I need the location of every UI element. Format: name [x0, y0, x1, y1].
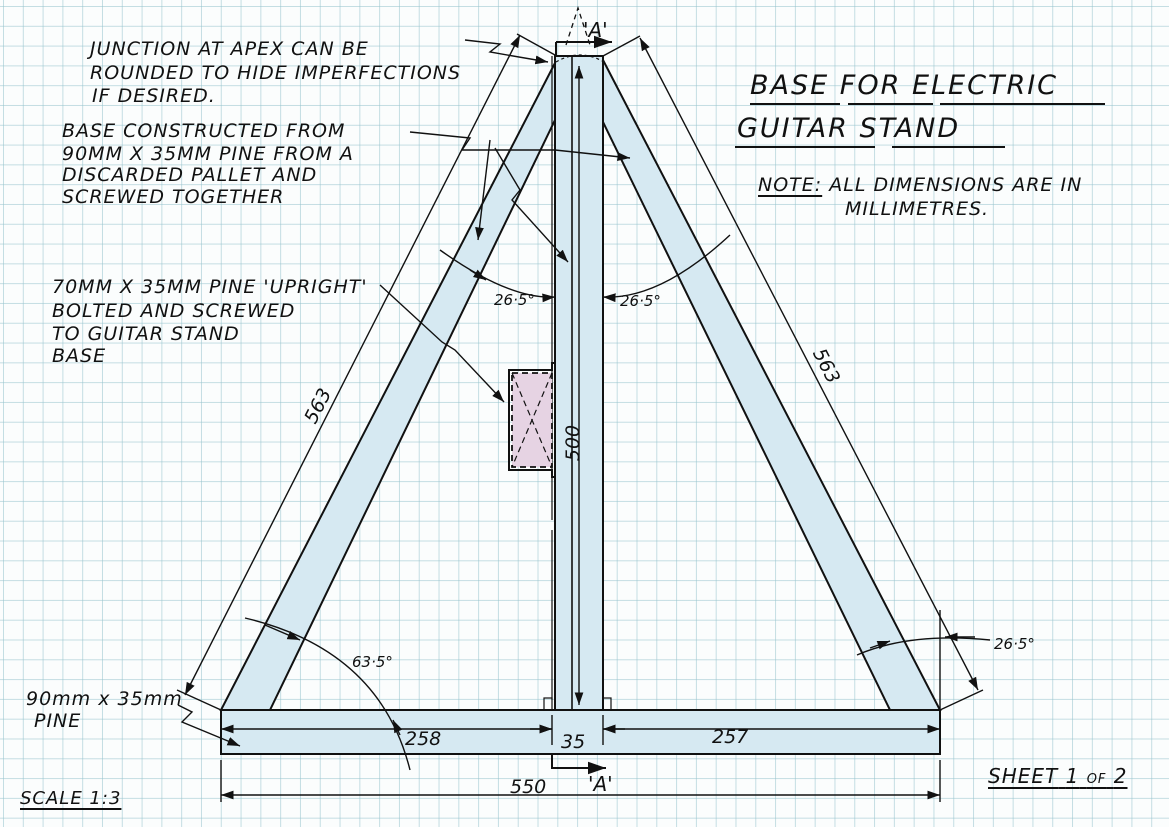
annotation-line: ROUNDED TO HIDE IMPERFECTIONS — [90, 62, 462, 84]
annotation-line: BOLTED AND SCREWED — [52, 300, 296, 322]
title-word: BASE — [750, 70, 830, 101]
sheet-of: OF — [1086, 772, 1107, 787]
annotation-line: TO GUITAR STAND — [52, 323, 240, 345]
right-leg — [600, 59, 942, 711]
sheet-label: SHEET 1 OF 2 — [988, 766, 1128, 786]
section-marker-bottom: 'A' — [588, 772, 613, 796]
overall-width-label: 550 — [510, 776, 547, 798]
upright-height-label: 500 — [562, 424, 585, 462]
left-span-label: 258 — [405, 728, 442, 750]
sheet-prefix: SHEET — [988, 764, 1059, 788]
note-text: ALL DIMENSIONS ARE IN — [829, 174, 1083, 196]
sheet-total: 2 — [1113, 764, 1128, 788]
drawing-title-line1: BASE FOR ELECTRIC — [750, 72, 1058, 99]
note-line1: NOTE: ALL DIMENSIONS ARE IN — [758, 176, 1082, 195]
annotation-line: SCREWED TOGETHER — [62, 186, 285, 208]
title-word: FOR — [839, 70, 902, 101]
title-word: ELECTRIC — [911, 70, 1059, 101]
title-word: STAND — [859, 113, 961, 144]
right-span-label: 257 — [712, 726, 749, 748]
annotation-line: IF DESIRED. — [92, 85, 216, 107]
annotation-line: BASE — [52, 345, 107, 367]
note-line2: MILLIMETRES. — [845, 198, 990, 220]
note-label: NOTE: — [758, 174, 823, 196]
annotation-line: 90mm x 35mm — [26, 688, 183, 710]
upright-width-label: 35 — [561, 731, 586, 753]
right-base-angle-label: 26·5° — [994, 635, 1035, 653]
annotation-line: DISCARDED PALLET AND — [62, 164, 318, 186]
annotation-line: 70mm x 35mm PINE 'UPRIGHT' — [52, 276, 368, 298]
scale-label: SCALE 1:3 — [20, 788, 122, 809]
annotation-line: 90mm x 35mm PINE FROM A — [62, 143, 354, 165]
annotation-line: BASE CONSTRUCTED FROM — [62, 120, 346, 142]
annotation-line: JUNCTION AT APEX CAN BE — [90, 38, 369, 60]
left-apex-angle-label: 26·5° — [494, 291, 535, 309]
left-base-angle-label: 63·5° — [352, 653, 393, 671]
title-word: GUITAR — [737, 113, 849, 144]
sheet-number: 1 — [1065, 764, 1080, 788]
section-marker-top: 'A' — [583, 18, 608, 42]
drawing-title-line2: GUITAR STAND — [737, 115, 960, 142]
annotation-line: PINE — [34, 710, 82, 732]
right-apex-angle-label: 26·5° — [620, 292, 661, 310]
